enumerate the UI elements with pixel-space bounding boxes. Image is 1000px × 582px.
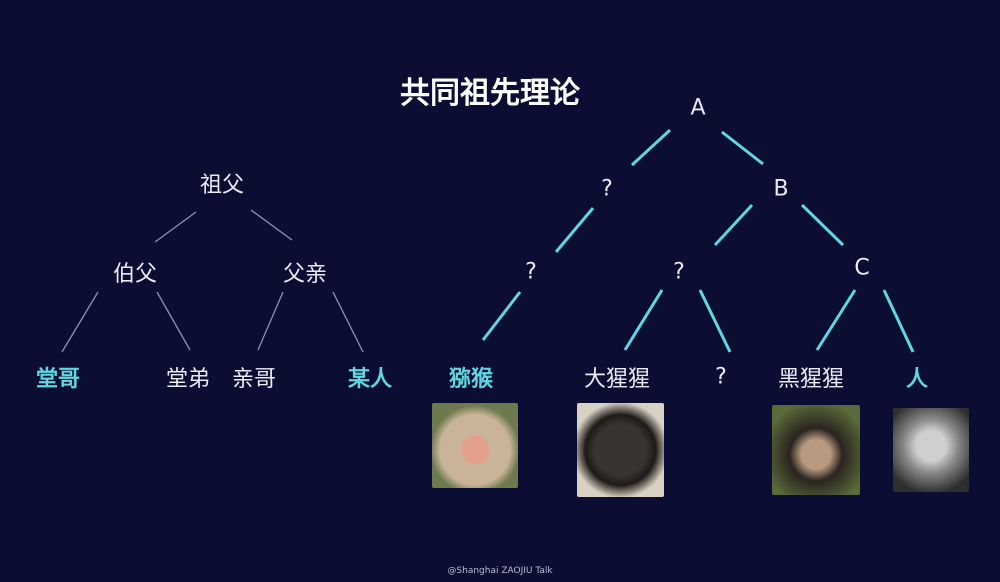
node-unknown-3: ?	[673, 259, 685, 285]
leaf-cousin-younger: 堂弟	[165, 367, 211, 392]
edge	[257, 291, 284, 351]
edge	[156, 291, 191, 351]
edge	[481, 291, 522, 341]
left-tree-edges	[61, 209, 364, 353]
node-b: B	[773, 176, 789, 202]
footer-credit: @Shanghai ZAOJIU Talk	[447, 566, 553, 576]
edge	[250, 209, 293, 241]
node-grandfather: 祖父	[199, 173, 245, 198]
edge	[800, 203, 845, 247]
node-a: A	[690, 95, 706, 121]
leaf-someone: 某人	[347, 367, 393, 392]
edge	[721, 130, 764, 166]
edge	[698, 289, 732, 353]
edge	[623, 289, 664, 351]
edge	[630, 128, 672, 167]
chimpanzee-photo	[772, 405, 860, 495]
gorilla-photo	[577, 403, 664, 497]
leaf-human: 人	[905, 367, 929, 392]
leaf-brother: 亲哥	[231, 367, 277, 392]
edge	[154, 211, 197, 243]
node-unknown-2: ?	[525, 259, 537, 285]
node-unknown-1: ?	[601, 176, 613, 202]
node-c: C	[854, 255, 870, 281]
edge	[713, 203, 754, 247]
leaf-macaque: 猕猴	[448, 367, 494, 392]
leaf-chimpanzee: 黑猩猩	[777, 367, 845, 392]
slide-title: 共同祖先理论	[400, 76, 580, 111]
edge	[815, 289, 857, 351]
leaf-unknown: ?	[715, 364, 727, 390]
macaque-photo	[432, 403, 518, 488]
node-father: 父亲	[282, 262, 328, 287]
edge	[882, 289, 915, 353]
leaf-gorilla: 大猩猩	[583, 367, 651, 392]
edge	[554, 207, 595, 253]
right-tree-edges	[481, 128, 915, 353]
darwin-portrait	[893, 408, 969, 492]
edge	[332, 291, 364, 353]
leaf-cousin-older: 堂哥	[35, 367, 81, 392]
node-uncle: 伯父	[112, 262, 158, 287]
edge	[61, 291, 99, 353]
